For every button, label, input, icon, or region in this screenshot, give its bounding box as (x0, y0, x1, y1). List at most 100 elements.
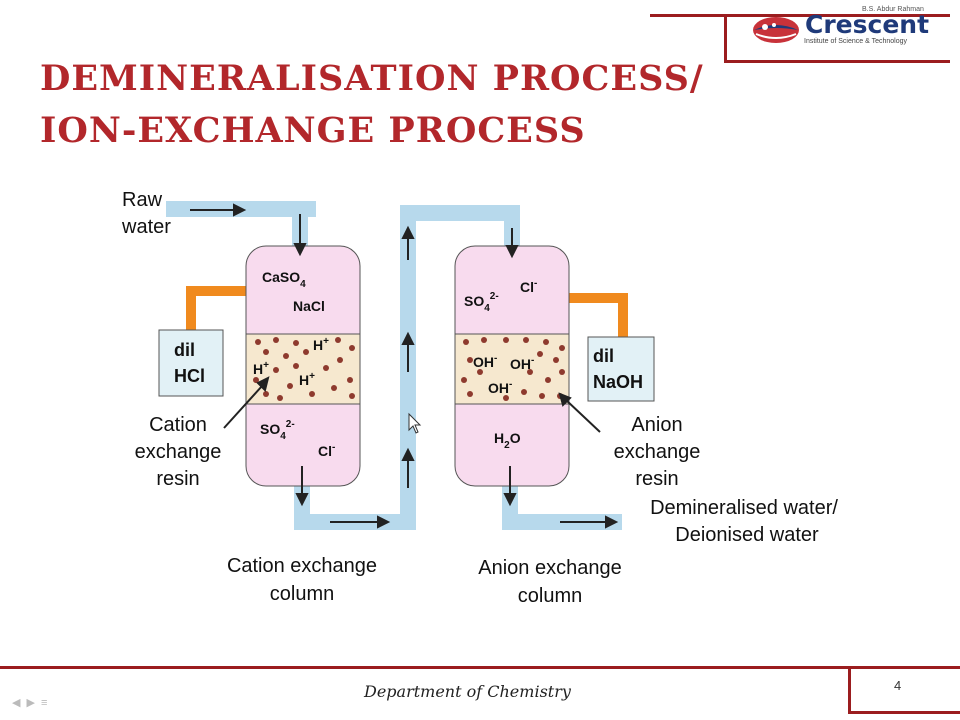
up-arrow-icon-2 (401, 331, 415, 345)
hcl-box-label-2: HCl (174, 366, 205, 386)
crescent-flag-icon (753, 17, 799, 43)
svg-text:SO42-: SO42- (260, 419, 295, 442)
svg-text:Cl-: Cl- (318, 442, 335, 459)
header-rule-bottom (724, 60, 950, 63)
slide-title-line-1: DEMINERALISATION PROCESS/ (40, 58, 704, 99)
cation-out-arrow-icon (295, 493, 309, 507)
anion-resin-label-2: exchange (614, 441, 701, 463)
logo-tagline: B.S. Abdur Rahman (862, 6, 924, 13)
footer-department: Department of Chemistry (364, 682, 571, 701)
naoh-box-label-1: dil (593, 346, 614, 366)
svg-text:H+: H+ (299, 371, 315, 388)
cation-bottom-cl: Cl (318, 443, 332, 459)
anion-oh-2-sup: - (531, 355, 534, 366)
raw-water-label-2: water (121, 216, 171, 238)
prev-slide-icon[interactable]: ◀ (12, 697, 27, 709)
anion-bottom-h-sub: 2 (504, 440, 510, 451)
svg-text:H+: H+ (253, 360, 269, 377)
svg-text:OH-: OH- (473, 353, 497, 370)
hcl-pipe-vertical (186, 286, 196, 334)
svg-text:OH-: OH- (510, 355, 534, 372)
svg-text:H+: H+ (313, 336, 329, 353)
cation-h-2: H (253, 361, 263, 377)
hcl-box-label-1: dil (174, 340, 195, 360)
logo-subtitle: Institute of Science & Technology (804, 38, 907, 45)
output-label-1: Demineralised water/ (650, 497, 838, 519)
up-arrow-icon-1 (401, 447, 415, 461)
svg-text:OH-: OH- (488, 379, 512, 396)
raw-water-label-1: Raw (122, 189, 163, 211)
slide-title-line-2: ION-EXCHANGE PROCESS (40, 110, 586, 151)
header-rule-top (650, 14, 950, 17)
anion-column-label-2: column (518, 585, 582, 607)
cation-top-caso-sub: 4 (300, 279, 306, 290)
cation-bottom-so-sub: 4 (280, 431, 286, 442)
anion-oh-2: OH (510, 356, 531, 372)
anion-oh-3: OH (488, 380, 509, 396)
hcl-pipe-horizontal (186, 286, 248, 296)
naoh-pipe-vertical (618, 293, 628, 337)
naoh-box-label-2: NaOH (593, 372, 643, 392)
cation-bottom-so-sup: 2- (286, 419, 295, 430)
page-number: 4 (894, 678, 902, 693)
anion-oh-3-sup: - (509, 379, 512, 390)
cation-resin-pointer-icon (256, 376, 270, 392)
anion-top-cl-sup: - (534, 278, 537, 289)
anion-oh-1-sup: - (494, 353, 497, 364)
cation-bottom-cl-sup: - (332, 442, 335, 453)
flow-arrows (190, 203, 619, 529)
mouse-cursor-icon (408, 412, 422, 434)
menu-icon[interactable]: ≡ (40, 697, 54, 709)
cation-h-1-sup: + (323, 336, 329, 347)
svg-text:CaSO4: CaSO4 (262, 269, 306, 290)
next-slide-icon[interactable]: ▶ (26, 697, 41, 709)
cation-h-2-sup: + (263, 360, 269, 371)
cation-column-label-2: column (270, 583, 334, 605)
cation-resin-beads (253, 337, 355, 401)
anion-resin-label-3: resin (635, 468, 678, 490)
anion-out-arrow-icon (503, 493, 517, 507)
anion-top-so-sup: 2- (490, 291, 499, 302)
cation-h-1: H (313, 337, 323, 353)
svg-text:SO42-: SO42- (464, 291, 499, 314)
cation-top-nacl: NaCl (293, 298, 325, 314)
svg-text:Cl-: Cl- (520, 278, 537, 295)
naoh-pipe-horizontal (566, 293, 628, 303)
connector-right-arrow-icon (377, 515, 391, 529)
anion-resin-bed (454, 333, 570, 405)
cation-resin-label-2: exchange (135, 441, 222, 463)
anion-bottom-o: O (510, 430, 521, 446)
anion-resin-label-1: Anion (631, 414, 682, 436)
cation-resin-label-1: Cation (149, 414, 207, 436)
logo-name: Crescent (805, 10, 930, 39)
cation-bottom-so: SO (260, 421, 280, 437)
anion-resin-beads (461, 337, 565, 401)
anion-bottom-h: H (494, 430, 504, 446)
anion-top-so-sub: 4 (484, 303, 490, 314)
cation-h-3-sup: + (309, 371, 315, 382)
anion-resin-pointer-icon (558, 392, 572, 407)
cation-resin-label-3: resin (156, 468, 199, 490)
dil-naoh-box (587, 336, 655, 402)
output-label-2: Deionised water (675, 524, 819, 546)
anion-top-so: SO (464, 293, 484, 309)
raw-water-arrow-icon (233, 203, 247, 217)
anion-oh-1: OH (473, 354, 494, 370)
connector-pipe-top (400, 205, 520, 221)
product-arrow-icon (605, 515, 619, 529)
cation-column-label-1: Cation exchange (227, 555, 377, 577)
svg-text:H2O: H2O (494, 430, 521, 451)
inlet-down-arrow-icon (293, 243, 307, 257)
header-rule-vertical (724, 14, 727, 62)
anion-in-arrow-icon (505, 245, 519, 259)
cation-h-3: H (299, 372, 309, 388)
dil-hcl-box (158, 329, 224, 397)
anion-top-cl: Cl (520, 279, 534, 295)
footer-frame (0, 666, 960, 714)
slide-nav-controls[interactable]: ◀▶≡ (12, 696, 53, 709)
anion-column-label-1: Anion exchange (478, 557, 621, 579)
cation-top-caso: CaSO (262, 269, 300, 285)
regenerant-pipes (186, 286, 628, 337)
up-arrow-icon-3 (401, 225, 415, 239)
